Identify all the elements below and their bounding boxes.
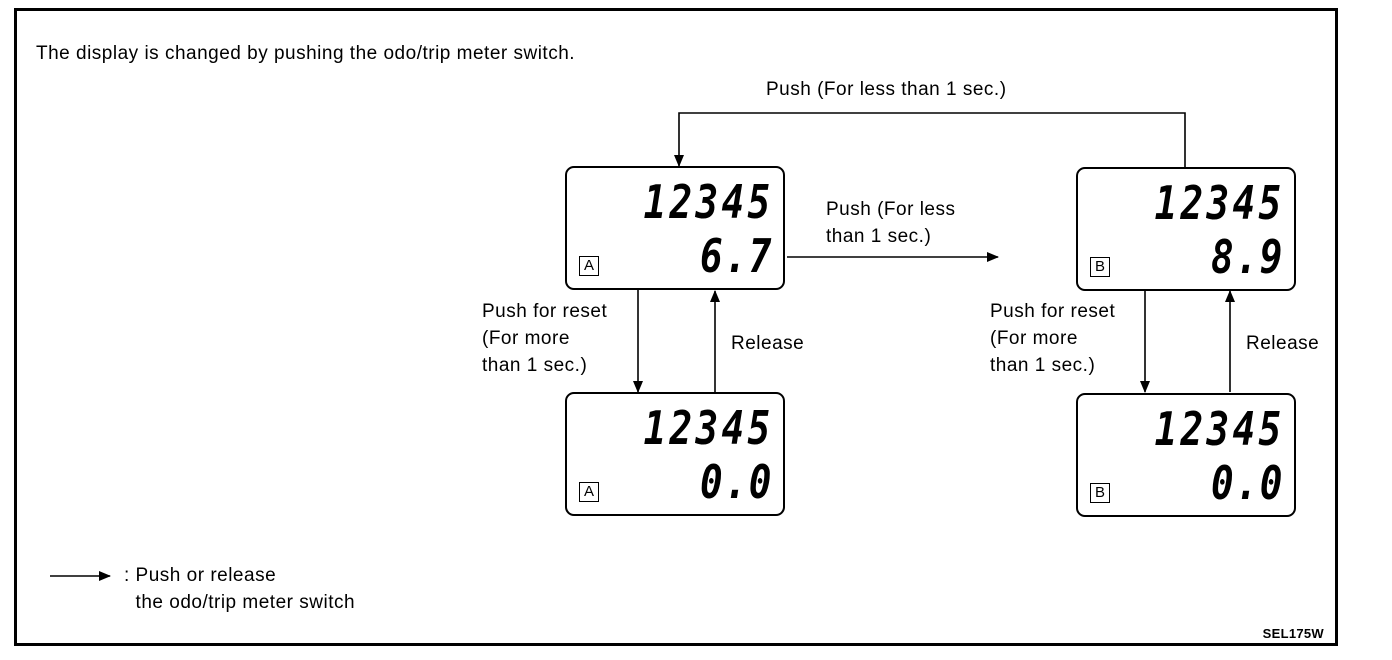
- label-release-b: Release: [1246, 333, 1320, 354]
- legend-text: : Push or release the odo/trip meter swi…: [124, 565, 356, 613]
- figure-code: SEL175W: [1262, 626, 1324, 641]
- display-panel-a-top: 12345 A 6.7: [565, 166, 785, 290]
- trip-badge: B: [1090, 257, 1110, 277]
- trip-reading: 8.9: [1210, 230, 1284, 284]
- display-panel-b-bottom: 12345 B 0.0: [1076, 393, 1296, 517]
- label-reset-b: Push for reset (For more than 1 sec.): [990, 301, 1116, 376]
- label-release-a: Release: [731, 333, 805, 354]
- intro-text: The display is changed by pushing the od…: [36, 43, 576, 64]
- display-panel-a-bottom: 12345 A 0.0: [565, 392, 785, 516]
- trip-reading: 6.7: [699, 229, 773, 283]
- trip-badge: A: [579, 482, 599, 502]
- figure-frame: [14, 8, 1338, 646]
- label-middle-push: Push (For less than 1 sec.): [826, 199, 956, 247]
- trip-reading: 0.0: [1210, 456, 1284, 510]
- label-reset-a: Push for reset (For more than 1 sec.): [482, 301, 608, 376]
- trip-reading: 0.0: [699, 455, 773, 509]
- odometer-reading: 12345: [1154, 176, 1284, 230]
- label-top-push: Push (For less than 1 sec.): [766, 79, 1007, 100]
- odometer-reading: 12345: [643, 401, 773, 455]
- odometer-reading: 12345: [643, 175, 773, 229]
- trip-badge: A: [579, 256, 599, 276]
- display-panel-b-top: 12345 B 8.9: [1076, 167, 1296, 291]
- odometer-reading: 12345: [1154, 402, 1284, 456]
- loop-arrow-b-to-a: [674, 112, 1186, 167]
- trip-badge: B: [1090, 483, 1110, 503]
